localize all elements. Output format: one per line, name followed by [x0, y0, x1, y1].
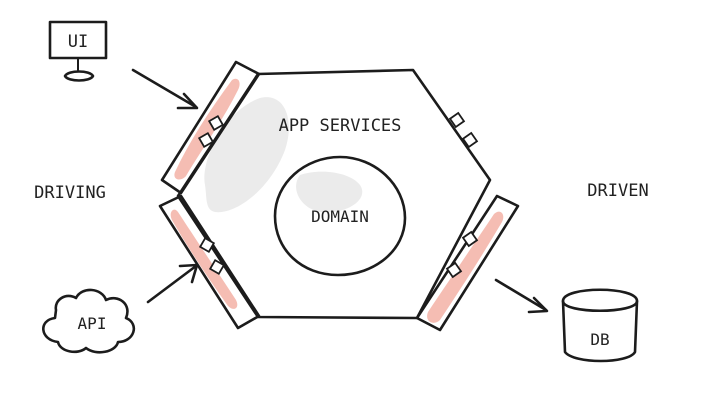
api-label: API: [78, 314, 107, 333]
arrow-ui-to-app: [131, 68, 199, 110]
smudge-domain: [296, 171, 363, 213]
cloud-icon: API: [42, 288, 136, 354]
ui-label: UI: [68, 32, 88, 52]
driven-adapter: [415, 194, 520, 332]
background-smudges: [204, 97, 363, 213]
driving-label: DRIVING: [34, 183, 106, 203]
database-cylinder-icon: DB: [561, 288, 639, 363]
driving-adapter-bottom: [158, 194, 261, 330]
monitor-icon: UI: [48, 20, 108, 82]
driven-ports-top: [448, 111, 479, 149]
arrow-api-to-app: [146, 263, 199, 304]
driving-adapter-top: [160, 60, 261, 195]
arrow-app-to-db: [494, 278, 549, 314]
domain-label: DOMAIN: [311, 207, 369, 226]
app-services-label: APP SERVICES: [279, 116, 402, 136]
domain-circle: [273, 155, 407, 277]
db-label: DB: [590, 330, 609, 349]
driven-label: DRIVEN: [587, 181, 648, 201]
